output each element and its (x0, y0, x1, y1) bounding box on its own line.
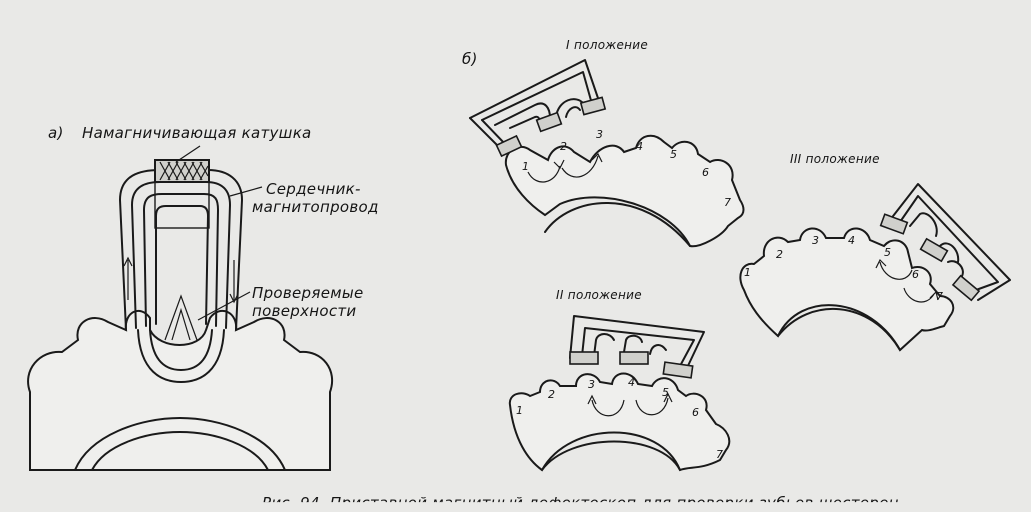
panel-b-letter: б) (462, 50, 478, 68)
position-2-tooth-numbers: 1 2 3 4 5 6 7 (516, 376, 723, 461)
tooth-number: 1 (522, 160, 529, 173)
tooth-number: 5 (670, 148, 677, 161)
position-1-label: I положение (566, 38, 649, 52)
tooth-number: 5 (884, 246, 891, 259)
panel-a-letter: a) (48, 124, 64, 142)
position-3-gear (739, 227, 955, 352)
core-label-line1: Сердечник- (266, 180, 361, 198)
figure-caption: Рис. 94. Приставной магнитный дефектоско… (262, 494, 899, 512)
position-2-core (569, 315, 705, 417)
tooth-number: 1 (744, 266, 751, 279)
tooth-number: 7 (936, 290, 943, 303)
tooth-number: 2 (560, 140, 567, 153)
tooth-number: 2 (548, 388, 555, 401)
tooth-number: 6 (692, 406, 699, 419)
tooth-number: 3 (588, 378, 595, 391)
position-3-label: III положение (790, 152, 880, 166)
position-3-core (875, 183, 1011, 303)
tooth-number: 3 (596, 128, 603, 141)
tooth-number: 6 (912, 268, 919, 281)
surface-label-line1: Проверяемые (252, 284, 364, 302)
panel-a-coil (154, 159, 210, 229)
position-2-gear (508, 372, 731, 472)
panel-a-gear (27, 309, 333, 471)
position-1-core (469, 59, 607, 183)
tooth-number: 7 (716, 448, 723, 461)
position-1-gear (504, 134, 745, 248)
tooth-number: 4 (848, 234, 855, 247)
position-1-tooth-numbers: 1 2 3 4 5 6 7 (522, 128, 731, 209)
panel-a-leaders (175, 145, 263, 321)
tooth-number: 3 (812, 234, 819, 247)
tooth-number: 1 (516, 404, 523, 417)
tooth-number: 2 (776, 248, 783, 261)
position-3-tooth-numbers: 1 2 3 4 5 6 7 (744, 234, 943, 303)
coil-label: Намагничивающая катушка (82, 124, 312, 142)
tooth-number: 4 (628, 376, 635, 389)
position-2-label: II положение (556, 288, 642, 302)
tooth-number: 7 (724, 196, 731, 209)
tooth-number: 5 (662, 386, 669, 399)
tooth-number: 6 (702, 166, 709, 179)
core-label-line2: магнитопровод (252, 198, 379, 216)
surface-label-line2: поверхности (252, 302, 357, 320)
tooth-number: 4 (636, 140, 643, 153)
